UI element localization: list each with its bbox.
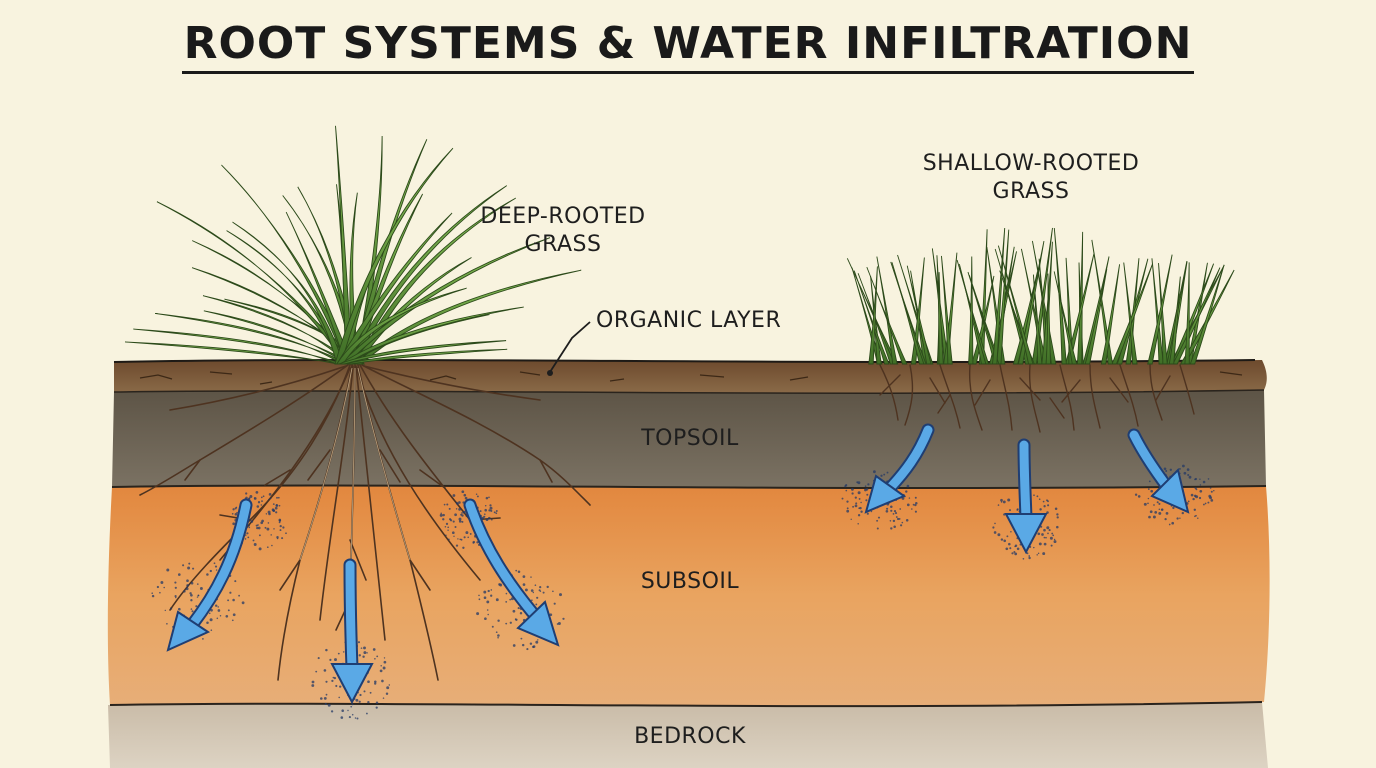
organic-layer-leader-line bbox=[549, 321, 591, 373]
subsoil-bedrock-boundary bbox=[109, 701, 1263, 708]
water-arrow-shallow-left bbox=[864, 423, 935, 514]
organic-topsoil-boundary bbox=[113, 389, 1265, 394]
subsoil-layer bbox=[107, 485, 1270, 707]
page-title: ROOT SYSTEMS & WATER INFILTRATION bbox=[0, 18, 1376, 74]
bedrock-layer bbox=[108, 702, 1268, 768]
label-deep-rooted-line2: GRASS bbox=[524, 232, 602, 257]
water-arrow-deep-center bbox=[330, 558, 374, 705]
label-organic-layer: ORGANIC LAYER bbox=[596, 308, 782, 333]
page-title-text: ROOT SYSTEMS & WATER INFILTRATION bbox=[181, 18, 1195, 74]
label-shallow-rooted-line1: SHALLOW-ROOTED bbox=[922, 151, 1140, 176]
topsoil-subsoil-boundary bbox=[111, 484, 1267, 489]
water-arrow-deep-right bbox=[463, 498, 560, 647]
water-arrow-deep-left bbox=[166, 498, 253, 652]
organic-texture bbox=[139, 371, 1243, 385]
organic-layer bbox=[114, 360, 1267, 394]
label-shallow-rooted-line2: GRASS bbox=[992, 179, 1070, 204]
water-speckles bbox=[151, 464, 1215, 720]
surface-line bbox=[113, 359, 1256, 363]
organic-layer-leader-dot bbox=[547, 370, 553, 376]
label-bedrock: BEDROCK bbox=[634, 724, 746, 749]
label-subsoil: SUBSOIL bbox=[640, 569, 740, 594]
water-arrow-shallow-right bbox=[1127, 428, 1190, 514]
label-topsoil: TOPSOIL bbox=[641, 426, 739, 451]
topsoil-layer bbox=[112, 390, 1266, 488]
label-deep-rooted-line1: DEEP-ROOTED bbox=[480, 204, 646, 229]
deep-rooted-grass-icon bbox=[124, 125, 582, 365]
shallow-root-system bbox=[879, 364, 1195, 433]
label-shallow-rooted-grass: SHALLOW-ROOTED GRASS bbox=[896, 150, 1166, 206]
water-arrow-shallow-center bbox=[1004, 438, 1048, 555]
label-deep-rooted-grass: DEEP-ROOTED GRASS bbox=[458, 203, 668, 259]
water-arrows bbox=[166, 423, 1190, 705]
shallow-rooted-grass-icon bbox=[846, 227, 1235, 365]
